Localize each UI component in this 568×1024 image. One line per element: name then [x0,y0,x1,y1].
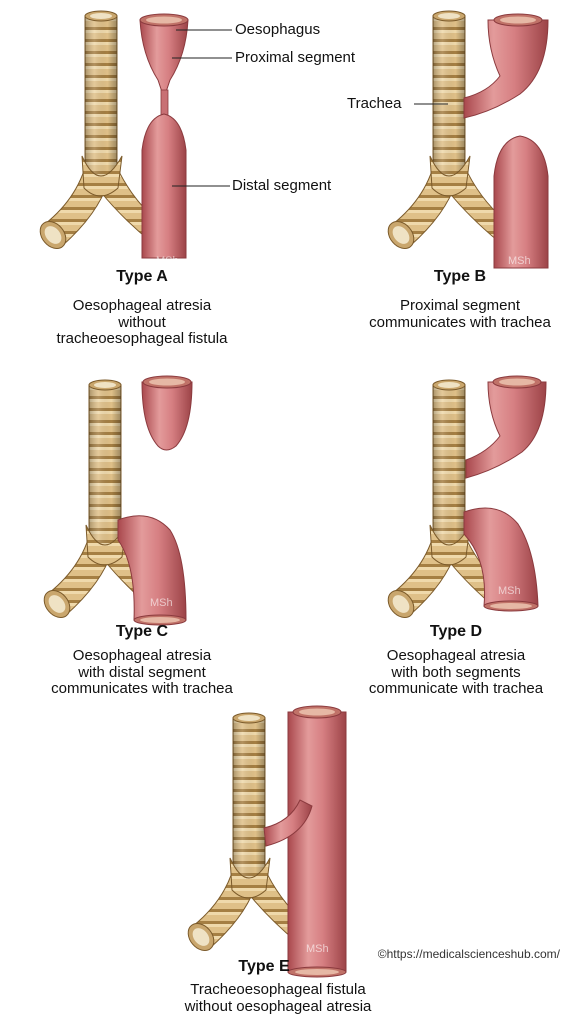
type-c-title: Type C [115,623,169,640]
type-d-description: Oesophageal atresia with both segments c… [314,647,568,698]
distal-segment-label: Distal segment [232,177,332,194]
type-e-diagram [182,705,347,978]
type-e-line-1: Tracheoesophageal fistula [190,981,366,998]
watermark-c: MSh [150,597,173,609]
type-b-description: Proximal segment communicates with trach… [318,297,568,331]
type-e-description: Tracheoesophageal fistula without oesoph… [136,981,420,1015]
type-a-description: Oesophageal atresia without tracheoesoph… [0,297,284,348]
type-c-line-2: with distal segment [78,663,206,681]
type-d-line-3: communicate with trachea [368,680,544,697]
watermark-e: MSh [306,943,329,955]
type-c-line-3: communicates with trachea [51,680,233,697]
watermark-a: MSh [156,255,179,267]
type-e-line-2: without oesophageal atresia [184,997,372,1015]
trachea-label: Trachea [347,95,402,112]
type-b-diagram [382,10,549,269]
type-a-line-2: without [118,313,166,331]
type-d-title: Type D [429,623,483,640]
proximal-segment-label: Proximal segment [235,49,356,66]
panel-type-c: Type C Oesophageal atresia with distal s… [0,623,284,697]
type-c-description: Oesophageal atresia with distal segment … [0,647,284,698]
type-c-diagram [38,375,193,626]
source-credit: ©https://medicalscienceshub.com/ [377,947,560,961]
type-d-diagram [382,375,547,624]
watermark-d: MSh [498,585,521,597]
type-b-line-1: Proximal segment [399,297,521,314]
panel-type-d: Type D Oesophageal atresia with both seg… [284,623,568,697]
type-c-line-1: Oesophageal atresia [72,647,212,664]
type-b-line-2: communicates with trachea [369,313,551,331]
type-b-title: Type B [433,268,487,285]
panel-type-b: Type B Proximal segment communicates wit… [284,268,568,330]
watermark-b: MSh [508,255,531,267]
oesophagus-label: Oesophagus [235,21,321,38]
panel-type-a: Type A Oesophageal atresia without trach… [0,268,284,347]
type-a-title: Type A [116,268,168,285]
type-d-line-2: with both segments [391,663,521,681]
type-d-line-1: Oesophageal atresia [386,647,526,664]
type-e-title: Type E [238,958,290,975]
type-a-diagram [34,10,232,259]
type-a-line-1: Oesophageal atresia [72,297,212,314]
panel-type-e: Type E Tracheoesophageal fistula without… [142,958,426,1014]
type-a-line-3: tracheoesophageal fistula [56,330,228,347]
